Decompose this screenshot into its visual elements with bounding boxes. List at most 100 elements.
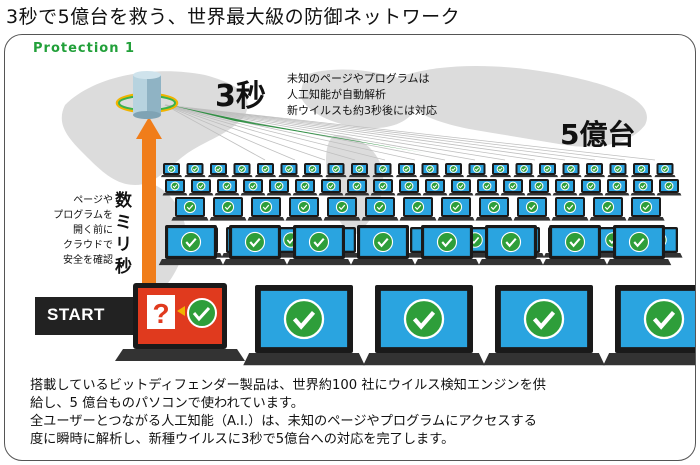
laptop-icon	[560, 163, 582, 178]
checkmark-icon	[523, 298, 565, 340]
checkmark-icon	[297, 200, 311, 214]
checkmark-icon	[274, 181, 284, 191]
network-rays	[164, 104, 656, 161]
laptop-icon	[240, 179, 266, 196]
laptop-icon	[266, 179, 292, 196]
alert-laptop: ?	[115, 283, 245, 361]
checkmark-icon	[352, 181, 362, 191]
laptop-grid	[158, 163, 695, 366]
checkmark-icon	[308, 231, 330, 253]
laptop-icon	[348, 163, 371, 178]
laptop-icon	[323, 197, 361, 221]
laptop-icon	[578, 179, 604, 196]
laptop-icon	[286, 225, 352, 266]
checkmark-icon	[222, 181, 232, 191]
laptop-icon	[442, 163, 465, 178]
checkmark-icon	[586, 181, 596, 191]
devices-label: 5億台	[560, 118, 636, 151]
checkmark-icon	[449, 200, 463, 214]
side-note: ページや プログラムを 開く前に クラウドで 安全を確認	[13, 193, 113, 268]
laptop-icon	[207, 163, 230, 178]
laptop-icon	[162, 179, 188, 196]
checkmark-icon	[664, 181, 674, 191]
checkmark-icon	[482, 181, 492, 191]
laptop-icon	[489, 163, 512, 178]
checkmark-icon	[628, 231, 650, 253]
laptop-icon	[231, 163, 253, 178]
checkmark-icon	[221, 200, 235, 214]
laptop-icon	[466, 163, 488, 178]
laptop-icon	[318, 179, 344, 196]
description-line: 新ウイルスも約3秒後には対応	[287, 104, 437, 117]
laptop-icon	[399, 197, 437, 221]
laptop-icon	[254, 163, 277, 178]
checkmark-icon	[639, 200, 653, 214]
checkmark-icon	[436, 231, 458, 253]
checkmark-icon	[601, 200, 615, 214]
checkmark-icon	[404, 181, 414, 191]
laptop-icon	[500, 179, 526, 196]
checkmark-icon	[487, 200, 501, 214]
laptop-icon	[589, 197, 627, 221]
laptop-icon	[325, 163, 347, 178]
description-line: 未知のページやプログラムは	[287, 72, 430, 85]
description: 未知のページやプログラムは 人工知能が自動解析 新ウイルスも約3秒後には対応	[287, 71, 437, 119]
checkmark-icon	[403, 298, 445, 340]
laptop-icon	[171, 197, 209, 221]
start-label: START	[47, 305, 105, 324]
laptop-icon	[414, 225, 480, 266]
laptop-icon	[607, 163, 629, 178]
laptop-icon	[158, 225, 224, 266]
body-text: 搭載しているビットディフェンダー製品は、世界約100 社にウイルス検知エンジンを…	[30, 377, 690, 449]
checkmark-icon	[456, 181, 466, 191]
body-line: 搭載しているビットディフェンダー製品は、世界約100 社にウイルス検知エンジンを…	[30, 378, 546, 393]
checkmark-icon	[430, 181, 440, 191]
checkmark-icon	[170, 181, 180, 191]
laptop-icon	[222, 225, 288, 266]
checkmark-icon	[612, 181, 622, 191]
seconds-label: 3秒	[215, 79, 266, 114]
checkmark-icon	[335, 200, 349, 214]
laptop-icon	[214, 179, 240, 196]
laptop-icon	[350, 225, 416, 266]
checkmark-icon	[283, 298, 325, 340]
protection-label: Protection 1	[33, 41, 136, 56]
checkmark-icon	[525, 200, 539, 214]
laptop-icon	[606, 225, 672, 266]
laptop-icon	[160, 163, 183, 178]
checkmark-icon	[378, 181, 388, 191]
protection-panel: ? Protection 1 3秒 未知のページやプログラムは 人工知能が自動解…	[4, 34, 696, 461]
side-note-line: 開く前に	[73, 225, 113, 236]
laptop-icon	[551, 197, 589, 221]
laptop-icon	[448, 179, 474, 196]
body-line: 全ユーザーとつながる人工知能（A.I.）は、未知のページやプログラムにアクセスす…	[30, 414, 537, 429]
start-button: START	[35, 295, 155, 335]
laptop-icon	[370, 179, 396, 196]
checkmark-icon	[326, 181, 336, 191]
cloud-server-icon	[115, 71, 179, 119]
laptop-icon	[603, 285, 695, 366]
page-title: 3秒で5億台を救う、世界最大級の防御ネットワーク	[6, 6, 461, 28]
checkmark-icon	[372, 231, 394, 253]
checkmark-icon	[248, 181, 258, 191]
laptop-icon	[536, 163, 559, 178]
side-note-line: ページや	[73, 195, 113, 206]
laptop-icon	[654, 163, 676, 178]
laptop-icon	[243, 285, 365, 366]
laptop-icon	[583, 163, 606, 178]
start-arrow	[35, 289, 151, 343]
checkmark-icon	[300, 181, 310, 191]
laptop-icon	[361, 197, 399, 221]
checkmark-icon	[534, 181, 544, 191]
laptop-icon	[285, 197, 323, 221]
laptop-icon	[656, 179, 682, 196]
laptop-icon	[526, 179, 552, 196]
laptop-icon	[395, 163, 418, 178]
body-line: 度に瞬時に解析し、新種ウイルスに3秒で5億台への対応を完了します。	[30, 432, 455, 447]
side-note-line: 安全を確認	[63, 255, 113, 266]
laptop-icon	[552, 179, 578, 196]
laptop-icon	[278, 163, 300, 178]
laptop-icon	[604, 179, 630, 196]
side-note-line: プログラムを	[53, 210, 113, 221]
laptop-icon	[363, 285, 485, 366]
